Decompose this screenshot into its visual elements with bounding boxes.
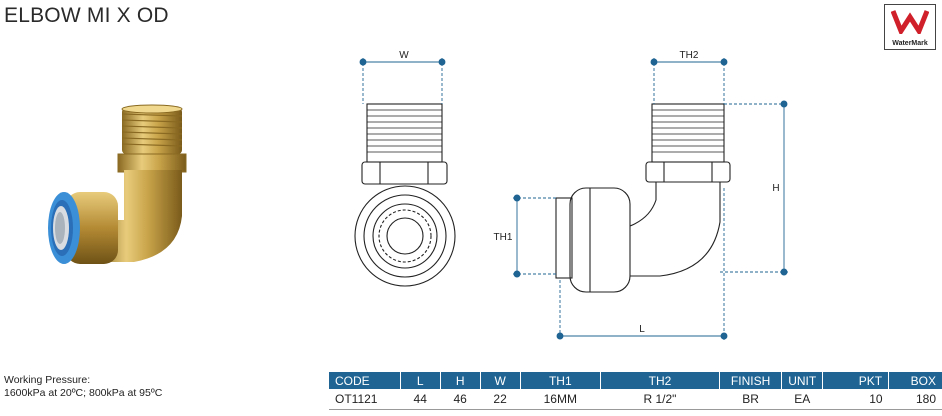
cell-pkt: 10 bbox=[822, 389, 889, 410]
col-finish: FINISH bbox=[719, 372, 783, 389]
col-pkt: PKT bbox=[822, 372, 890, 389]
col-h: H bbox=[440, 372, 481, 389]
dim-th1-label: TH1 bbox=[494, 232, 513, 243]
pressure-label: Working Pressure: bbox=[4, 374, 91, 386]
dim-th2-label: TH2 bbox=[680, 50, 699, 61]
pressure-value: 1600kPa at 20ºC; 800kPa at 95ºC bbox=[4, 387, 163, 399]
cell-box: 180 bbox=[888, 389, 942, 410]
col-unit: UNIT bbox=[781, 372, 824, 389]
cell-th1: 16MM bbox=[520, 389, 601, 410]
col-box: BOX bbox=[888, 372, 942, 389]
spec-table: CODE L H W TH1 TH2 FINISH UNIT PKT BOX O… bbox=[329, 372, 942, 410]
cell-code: OT1121 bbox=[329, 389, 401, 410]
cell-l: 44 bbox=[400, 389, 441, 410]
page-title: ELBOW MI X OD bbox=[4, 4, 169, 27]
cell-h: 46 bbox=[440, 389, 481, 410]
dim-w-label: W bbox=[399, 50, 409, 61]
cell-w: 22 bbox=[480, 389, 521, 410]
cell-th2: R 1/2" bbox=[600, 389, 720, 410]
working-pressure: Working Pressure: 1600kPa at 20ºC; 800kP… bbox=[4, 374, 162, 400]
col-w: W bbox=[480, 372, 521, 389]
spec-header-row: CODE L H W TH1 TH2 FINISH UNIT PKT BOX bbox=[329, 372, 942, 389]
dim-h-label: H bbox=[772, 183, 779, 194]
product-photo bbox=[48, 104, 187, 264]
watermark-label: WaterMark bbox=[892, 40, 928, 47]
col-code: CODE bbox=[329, 372, 401, 389]
watermark-logo-icon bbox=[891, 10, 929, 34]
dim-l-label: L bbox=[639, 324, 645, 335]
watermark-badge: WaterMark bbox=[884, 4, 936, 50]
cell-unit: EA bbox=[781, 389, 823, 410]
technical-drawing: W TH2 H TH1 L bbox=[354, 50, 788, 340]
table-row: OT1121 44 46 22 16MM R 1/2" BR EA 10 180 bbox=[329, 389, 942, 410]
col-l: L bbox=[400, 372, 441, 389]
col-th2: TH2 bbox=[600, 372, 720, 389]
col-th1: TH1 bbox=[520, 372, 602, 389]
cell-finish: BR bbox=[719, 389, 782, 410]
